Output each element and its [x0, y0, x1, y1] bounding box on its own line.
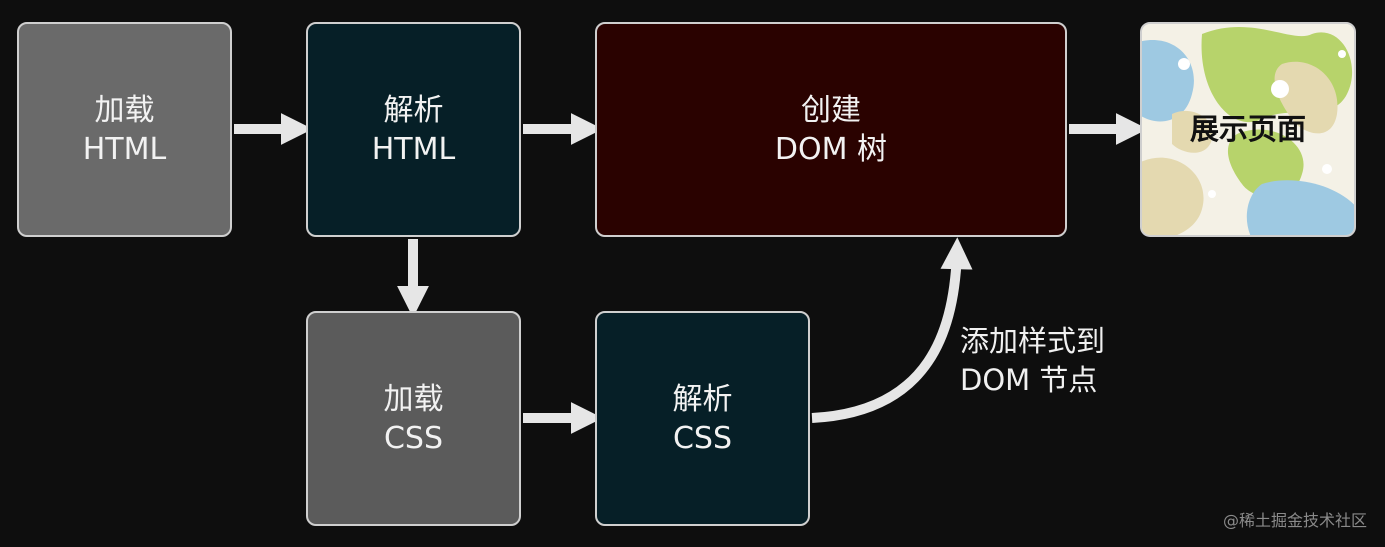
display-page-label: 展示页面: [1189, 111, 1306, 146]
add-styles-line2: DOM 节点: [960, 363, 1098, 398]
load-css-line2: CSS: [383, 420, 444, 456]
add-styles-line1: 添加样式到: [960, 324, 1106, 358]
create-dom-node: 创建 DOM 树: [595, 22, 1067, 237]
load-html-line2: HTML: [82, 131, 167, 167]
display-page-node: 展示页面: [1140, 22, 1356, 237]
load-html-node: 加载 HTML: [17, 22, 232, 237]
parse-css-line1: 解析: [672, 381, 733, 417]
abstract-pattern-image: [1142, 24, 1354, 235]
parse-css-node: 解析 CSS: [595, 311, 810, 526]
add-styles-edge-label: 添加样式到 DOM 节点: [960, 322, 1140, 400]
parse-html-node: 解析 HTML: [306, 22, 521, 237]
load-css-line1: 加载: [383, 381, 444, 417]
parse-html-line2: HTML: [371, 131, 456, 167]
load-css-node: 加载 CSS: [306, 311, 521, 526]
edge-parse-css-to-dom: [811, 237, 973, 423]
watermark: @稀土掘金技术社区: [1222, 511, 1367, 530]
load-html-line1: 加载: [94, 92, 155, 128]
create-dom-line1: 创建: [801, 92, 861, 128]
parse-css-line2: CSS: [672, 420, 733, 456]
parse-html-line1: 解析: [383, 92, 444, 128]
create-dom-line2: DOM 树: [774, 131, 888, 167]
